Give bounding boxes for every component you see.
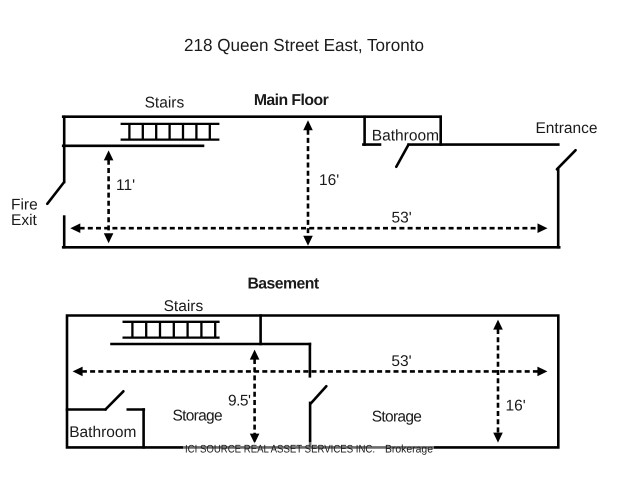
svg-text:11': 11' [116, 177, 135, 194]
svg-text:Fire: Fire [11, 197, 38, 214]
svg-text:9.5': 9.5' [228, 392, 251, 409]
svg-text:Entrance: Entrance [535, 120, 597, 137]
svg-text:16': 16' [506, 397, 526, 414]
svg-text:53': 53' [392, 210, 412, 227]
svg-text:Exit: Exit [11, 212, 38, 229]
svg-text:Basement: Basement [247, 276, 319, 293]
svg-text:Stairs: Stairs [145, 95, 185, 112]
svg-text:16': 16' [319, 172, 339, 189]
svg-text:Main Floor: Main Floor [254, 92, 329, 109]
svg-text:53': 53' [391, 353, 411, 370]
svg-text:218 Queen Street East, Toronto: 218 Queen Street East, Toronto [184, 35, 424, 55]
svg-text:ICI SOURCE REAL ASSET SERVICES: ICI SOURCE REAL ASSET SERVICES INC. [185, 444, 375, 456]
svg-text:Stairs: Stairs [164, 298, 204, 315]
svg-text:Storage: Storage [173, 407, 222, 424]
svg-text:Brokerage: Brokerage [385, 444, 433, 456]
svg-text:Storage: Storage [372, 408, 421, 425]
svg-text:Bathroom: Bathroom [372, 128, 439, 145]
svg-text:Bathroom: Bathroom [69, 424, 136, 441]
